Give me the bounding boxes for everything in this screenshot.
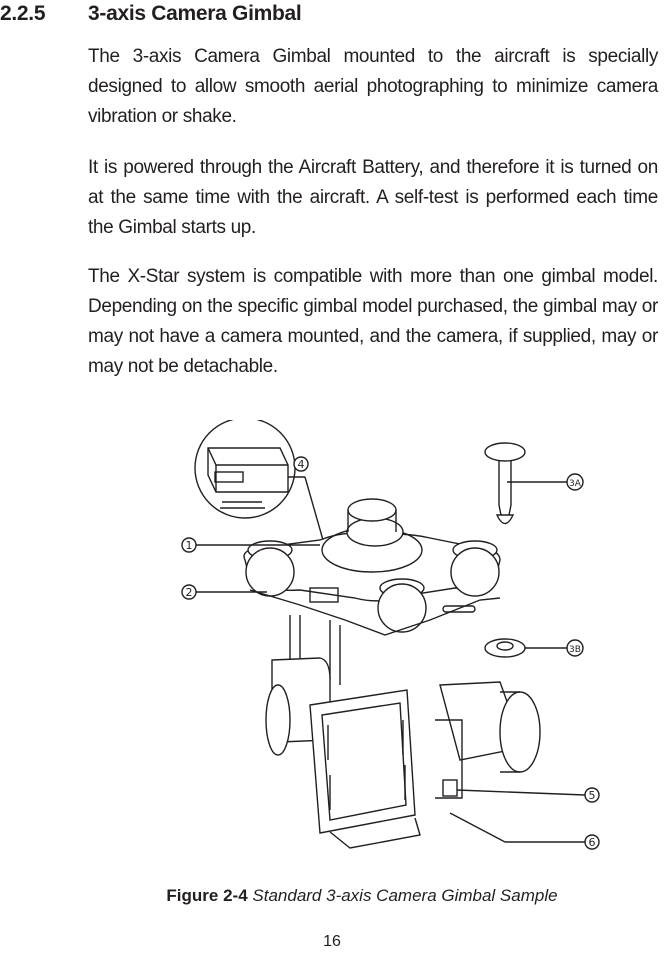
figure-caption: Figure 2-4 Standard 3-axis Camera Gimbal…: [0, 886, 664, 906]
section-number: 2.2.5: [0, 2, 46, 25]
caption-label: Figure 2-4: [166, 886, 248, 905]
callout-3a: 3A: [569, 479, 582, 489]
page-number: 16: [323, 933, 341, 950]
paragraph-power: It is powered through the Aircraft Batte…: [88, 157, 658, 238]
callout-4: 4: [298, 458, 305, 471]
caption-text: Standard 3-axis Camera Gimbal Sample: [252, 886, 558, 905]
paragraph-intro: The 3-axis Camera Gimbal mounted to the …: [88, 46, 658, 127]
callout-6: 6: [589, 836, 596, 849]
gimbal-illustration: 1 2 3A 3B 4 5 6: [181, 417, 600, 850]
callout-1: 1: [186, 539, 193, 552]
callout-5: 5: [589, 789, 596, 802]
paragraph-compatibility: The X-Star system is compatible with mor…: [88, 266, 658, 377]
section-title: 3-axis Camera Gimbal: [88, 2, 302, 25]
gimbal-figure: 1 2 3A 3B 4 5 6: [170, 417, 610, 880]
callout-3b: 3B: [569, 645, 581, 655]
callout-2: 2: [186, 586, 193, 599]
